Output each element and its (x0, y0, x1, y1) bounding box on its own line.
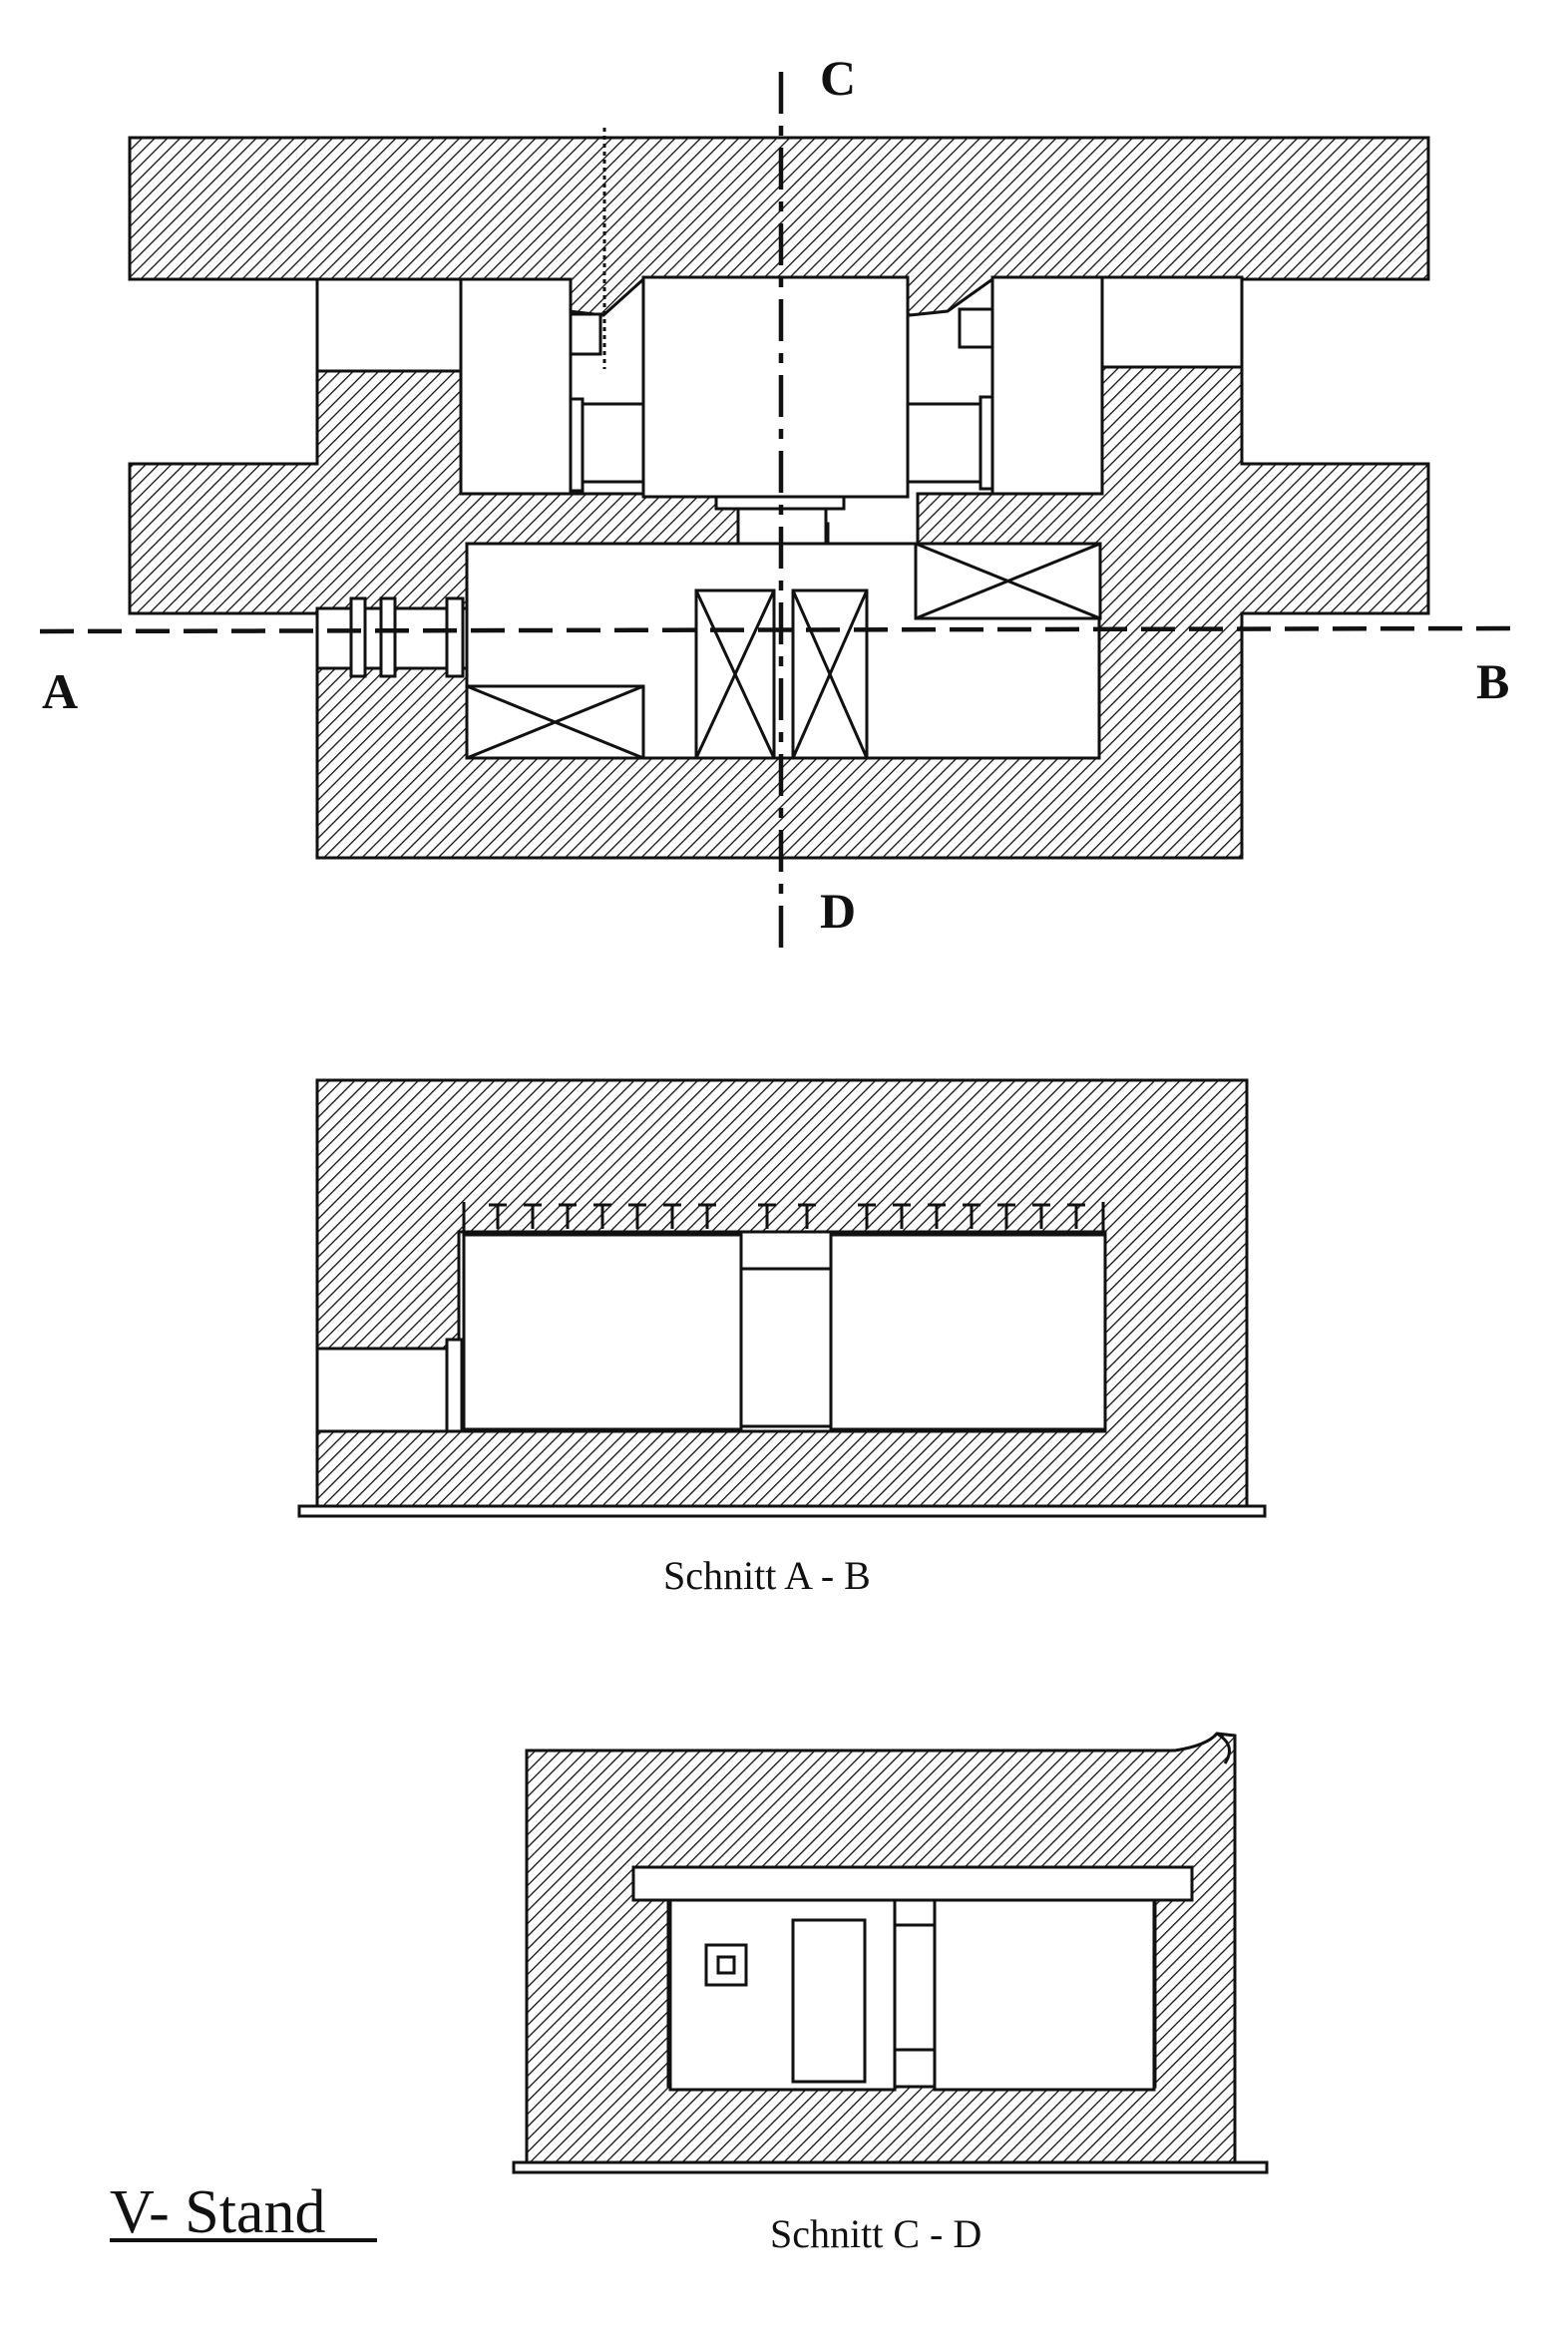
plan-box-center-left (694, 588, 776, 760)
plan-center-block (641, 275, 910, 499)
label-a: A (42, 663, 78, 719)
drawing-title: V- Stand (110, 2178, 325, 2246)
section-ab: Schnitt A - B (297, 1078, 1267, 1598)
title-block: V- Stand (110, 2178, 377, 2246)
plan-feed-flange-3 (445, 596, 465, 678)
label-b: B (1476, 653, 1509, 709)
section-cd-small-square-inner (716, 1955, 736, 1975)
plan-left-flange (569, 397, 585, 493)
section-ab-left-block (462, 1233, 743, 1431)
plan-right-pocket (1100, 275, 1244, 369)
section-cd-base (512, 2160, 1269, 2174)
plan-right-upper-nozzle (958, 307, 994, 349)
plan-right-shaft (906, 402, 984, 484)
section-ab-base (297, 1504, 1267, 1518)
plan-feed-flange-1 (349, 596, 367, 678)
section-cd-right-block (933, 1898, 1156, 2092)
section-cd-caption: Schnitt C - D (770, 2211, 981, 2256)
section-cd-connector (893, 1923, 937, 2052)
plan-right-flange (979, 395, 994, 491)
section-cd-top-beam (631, 1865, 1194, 1902)
section-cd-hook (1216, 1732, 1231, 1764)
section-ab-flange (445, 1338, 464, 1433)
label-c: C (820, 50, 856, 106)
plan-feed-flange-2 (379, 596, 397, 678)
section-ab-anchors (462, 1202, 1105, 1235)
plan-left-shaft (579, 402, 645, 484)
section-ab-right-block (829, 1233, 1107, 1431)
section-cd-center-slot (791, 1918, 867, 2084)
plan-left-upper-nozzle (569, 312, 602, 356)
plan-left-block (459, 277, 573, 496)
cut-line-ab (39, 625, 1517, 634)
section-cd: Schnitt C - D (512, 1732, 1269, 2256)
section-ab-opening (315, 1347, 449, 1433)
plan-left-pocket (315, 277, 463, 373)
section-ab-caption: Schnitt A - B (663, 1553, 871, 1598)
plan-box-upper-right (914, 542, 1102, 620)
label-d: D (820, 883, 856, 939)
plan-right-block (990, 275, 1104, 496)
section-ab-center-gap (739, 1267, 833, 1428)
plan-box-lower-left (465, 684, 645, 760)
plan-view: A B C D (39, 50, 1517, 948)
plan-box-center-right (791, 588, 869, 760)
